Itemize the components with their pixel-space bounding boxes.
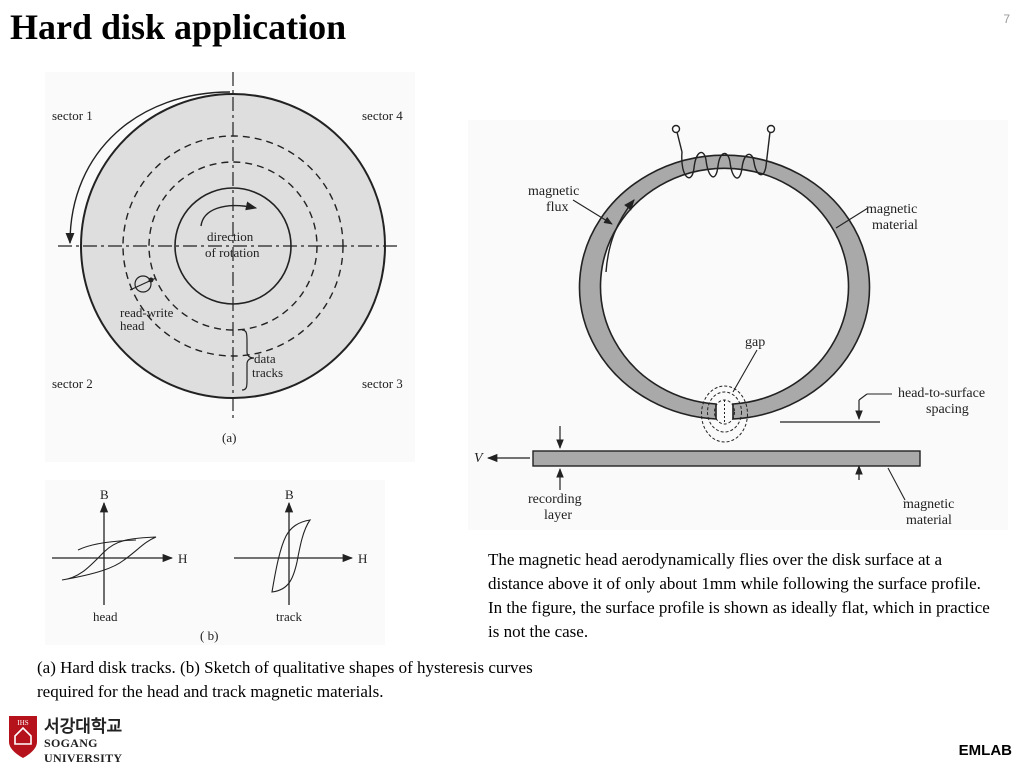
sector-2-label: sector 2 [52, 376, 93, 391]
figure-b-hysteresis: B H head B H track ( b) [45, 480, 385, 645]
figure-b-label: ( b) [200, 628, 218, 643]
head-label-line1: read-write [120, 305, 174, 320]
rotation-label-line2: of rotation [205, 245, 260, 260]
rotation-arrow [200, 201, 258, 227]
core-material-label-line1: magnetic [866, 202, 917, 217]
sector-4-label: sector 4 [362, 108, 403, 123]
medium-material-label-line2: material [906, 513, 952, 528]
tracks-label-line2: tracks [252, 365, 283, 380]
tracks-label-line1: data [254, 351, 276, 366]
description-text: The magnetic head aerodynamically flies … [488, 550, 990, 641]
figure-a-disk: sector 1 sector 4 sector 2 sector 3 dire… [45, 72, 415, 462]
head-b-label: B [100, 487, 109, 502]
page-number: 7 [1003, 12, 1010, 26]
velocity-label: V [474, 451, 484, 466]
recording-medium [532, 450, 921, 467]
track-b-label: B [285, 487, 294, 502]
spacing-label-line1: head-to-surface [898, 386, 985, 401]
sector-sweep-arrow [65, 91, 231, 245]
flux-label-line1: magnetic [528, 184, 579, 199]
coil-winding-icon [671, 124, 776, 179]
sector-1-label: sector 1 [52, 108, 93, 123]
head-hysteresis-curve [61, 536, 157, 581]
footer-lab-label: EMLAB [958, 742, 1012, 759]
medium-material-label-line1: magnetic [903, 497, 954, 512]
figure-a-label: (a) [222, 430, 236, 445]
track-curve-label: track [276, 609, 302, 624]
sogang-logo: IHS 서강대학교 SOGANG UNIVERSITY [6, 712, 166, 765]
figure-magnetic-head: magnetic flux magnetic material gap head… [468, 120, 1008, 530]
flux-arrow [605, 199, 635, 273]
slide-title: Hard disk application [10, 7, 347, 47]
head-label-line2: head [120, 318, 145, 333]
university-crest-icon: IHS [9, 716, 37, 758]
recording-layer-label-line2: layer [544, 508, 572, 523]
fringing-field-icon [701, 385, 748, 443]
sector-3-label: sector 3 [362, 376, 403, 391]
flux-label-line2: flux [546, 200, 569, 215]
crest-text: IHS [17, 719, 28, 727]
rotation-label-line1: direction [207, 229, 254, 244]
read-write-head-icon [129, 275, 157, 293]
track-hysteresis-curve [271, 519, 312, 593]
recording-layer-label-line1: recording [528, 492, 582, 507]
core-material-label-line2: material [872, 218, 918, 233]
head-h-label: H [178, 551, 187, 566]
head-curve-label: head [93, 609, 118, 624]
logo-english-name: SOGANG UNIVERSITY [44, 736, 123, 765]
track-h-label: H [358, 551, 367, 566]
gap-label: gap [745, 335, 765, 350]
logo-korean-name: 서강대학교 [44, 717, 123, 737]
data-tracks-brace [241, 329, 255, 391]
spacing-label-line2: spacing [926, 402, 969, 417]
figure-caption: (a) Hard disk tracks. (b) Sketch of qual… [37, 658, 533, 701]
